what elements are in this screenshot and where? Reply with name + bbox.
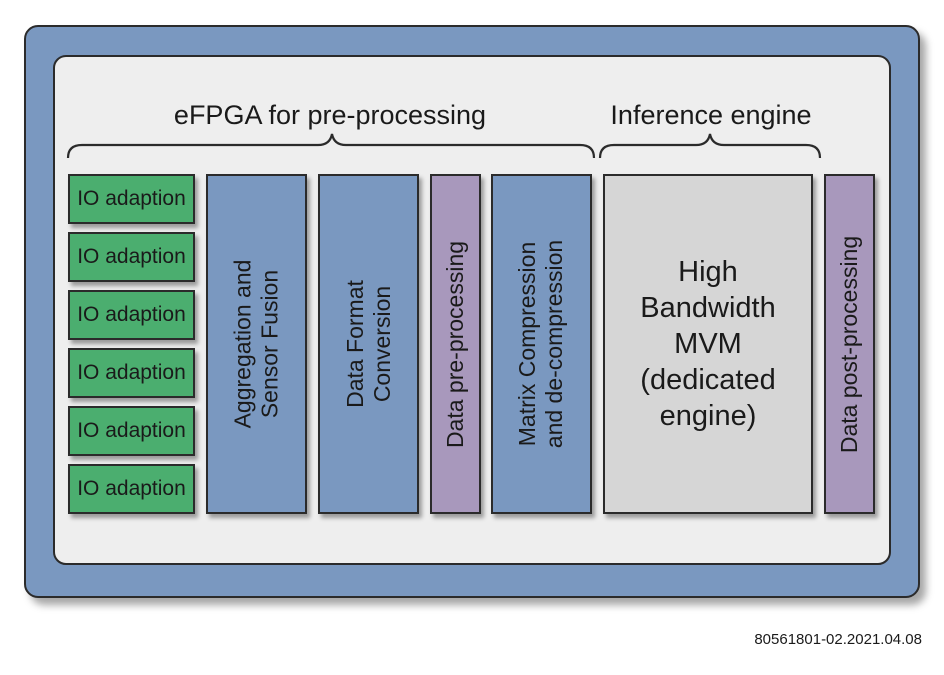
io-adaption-block: IO adaption (68, 464, 195, 514)
high-bandwidth-mvm-block: High Bandwidth MVM (dedicated engine) (603, 174, 813, 514)
matrix-compression-label: Matrix Compression and de-compression (514, 239, 568, 449)
io-adaption-block: IO adaption (68, 232, 195, 282)
data-pre-processing-label: Data pre-processing (442, 240, 469, 448)
matrix-compression-block: Matrix Compression and de-compression (491, 174, 592, 514)
inference-engine-label: Inference engine (610, 100, 812, 130)
high-bandwidth-mvm-label: High Bandwidth MVM (dedicated engine) (640, 256, 776, 432)
aggregation-sensor-fusion-block: Aggregation and Sensor Fusion (206, 174, 307, 514)
aggregation-sensor-fusion-label: Aggregation and Sensor Fusion (229, 259, 283, 429)
io-adaption-block: IO adaption (68, 348, 195, 398)
data-format-conversion-block: Data Format Conversion (318, 174, 419, 514)
data-post-processing-label: Data post-processing (836, 235, 862, 453)
io-adaption-block: IO adaption (68, 406, 195, 456)
figure-id: 80561801-02.2021.04.08 (754, 631, 922, 648)
data-post-processing-block: Data post-processing (824, 174, 875, 514)
data-format-conversion-label: Data Format Conversion (341, 280, 395, 408)
data-pre-processing-block: Data pre-processing (430, 174, 481, 514)
io-adaption-block: IO adaption (68, 290, 195, 340)
io-adaption-block: IO adaption (68, 174, 195, 224)
efpga-label: eFPGA for pre-processing (173, 100, 487, 130)
